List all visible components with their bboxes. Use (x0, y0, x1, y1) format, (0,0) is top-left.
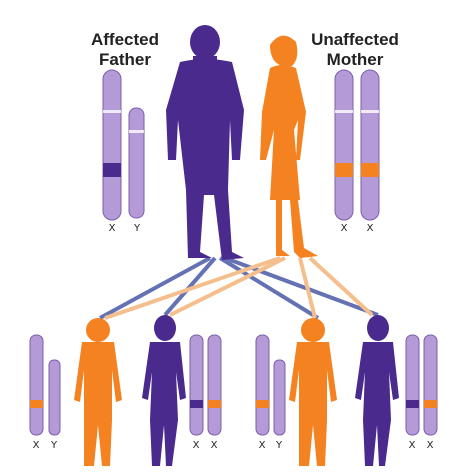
child3-son-figure (289, 318, 337, 466)
father-y-label: Y (133, 223, 141, 234)
child4-x-chromosome-2 (423, 334, 438, 436)
child2-x-chromosome-2 (207, 334, 222, 436)
child1-y-label: Y (50, 440, 58, 451)
line-father-daughter1 (163, 256, 217, 317)
child4-x1-label: X (408, 440, 416, 451)
line-mother-daughter1 (169, 256, 286, 317)
child1-x-label: X (32, 440, 40, 451)
father-title-line2: Father (99, 50, 151, 69)
father-x-chromosome (102, 69, 122, 221)
father-y-chromosome (128, 107, 145, 219)
child3-x-label: X (258, 440, 266, 451)
line-mother-son1 (104, 256, 281, 320)
mother-title: Unaffected Mother (305, 30, 405, 70)
child1-y-chromosome (48, 359, 61, 436)
mother-title-line2: Mother (326, 50, 384, 69)
child2-x-chromosome-1 (189, 334, 204, 436)
line-mother-son2 (298, 257, 317, 319)
child2-x2-label: X (210, 440, 218, 451)
child3-x-chromosome (255, 334, 270, 436)
line-mother-daughter2 (308, 256, 374, 317)
inheritance-lines (99, 256, 379, 320)
child1-x-chromosome (29, 334, 44, 436)
child1-chromosomes (29, 334, 61, 436)
child3-y-chromosome (273, 359, 286, 436)
child2-chromosomes (189, 334, 222, 436)
child4-x2-label: X (426, 440, 434, 451)
line-father-son2 (218, 256, 320, 320)
mother-x1-label: X (340, 223, 348, 234)
child3-chromosomes (255, 334, 286, 436)
father-x-label: X (108, 223, 116, 234)
mother-x2-label: X (366, 223, 374, 234)
father-chromosomes (102, 69, 145, 221)
father-figure (166, 25, 244, 260)
mother-figure (260, 35, 318, 258)
child4-x-chromosome-1 (405, 334, 420, 436)
mother-x-chromosome-1 (334, 69, 354, 221)
child3-y-label: Y (275, 440, 283, 451)
child4-chromosomes (405, 334, 438, 436)
mother-chromosomes (334, 69, 380, 221)
child2-x1-label: X (192, 440, 200, 451)
father-title: Affected Father (80, 30, 170, 70)
mother-x-chromosome-2 (360, 69, 380, 221)
mother-title-line1: Unaffected (311, 30, 399, 49)
line-father-son1 (99, 256, 211, 320)
father-title-line1: Affected (90, 30, 159, 49)
child2-daughter-figure (142, 315, 186, 466)
child4-daughter-figure (355, 315, 399, 466)
child1-son-figure (74, 318, 122, 466)
